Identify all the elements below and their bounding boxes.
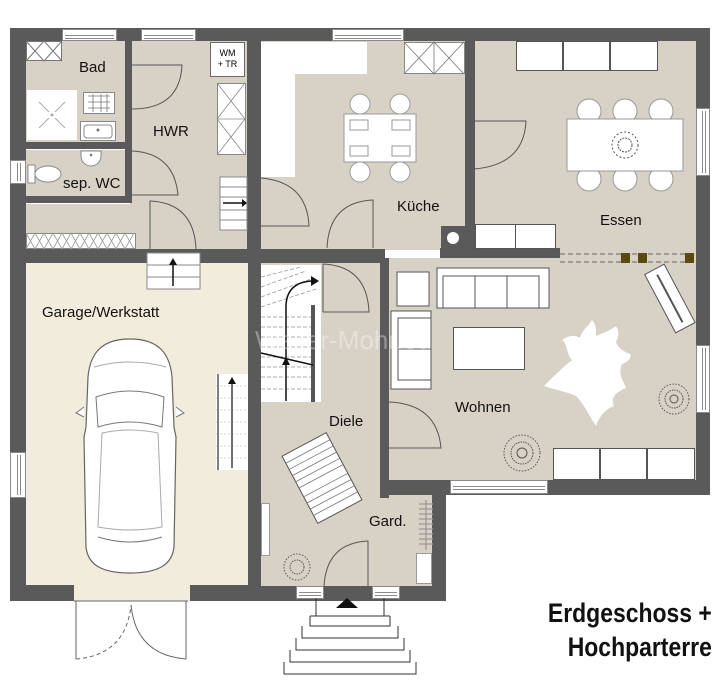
- door-diele-stair-icon: [322, 263, 370, 313]
- coffee-table: [453, 327, 525, 370]
- watermark: Walter-Mohr.eu: [255, 325, 432, 355]
- washer-label: WM: [219, 48, 236, 58]
- wohnen-sideboard-icon: [553, 448, 695, 480]
- wall-west: [10, 28, 26, 601]
- room-label-hwr: HWR: [153, 123, 189, 140]
- plan-title-line2: Hochparterre: [567, 631, 712, 662]
- hwr-cabinet-icon: [216, 82, 246, 156]
- towel-radiator-icon: [83, 92, 115, 114]
- kitchen-table-icon: [343, 93, 417, 183]
- dining-table-icon: [566, 98, 684, 192]
- corridor-cabinet-icon: [25, 232, 136, 250]
- car-icon: [75, 338, 185, 574]
- garage-staircase-icon: [216, 374, 248, 470]
- wall-south-garage-right: [190, 585, 260, 601]
- essen-lower-sideboard-icon: [475, 224, 556, 249]
- room-divider-beam: [560, 253, 696, 263]
- window-entrance-right: [372, 586, 400, 599]
- window-garage: [10, 452, 26, 498]
- window-kueche: [332, 29, 404, 41]
- hall-rug-icon: [281, 432, 363, 524]
- window-essen: [696, 108, 710, 176]
- wall-diele-wohnen: [380, 258, 389, 498]
- shower-icon: [27, 90, 77, 140]
- washer-dryer-box: WM + TR: [210, 42, 245, 77]
- wall-kueche-essen: [465, 40, 475, 250]
- wall-wc-corridor: [26, 196, 132, 203]
- room-label-wohnen: Wohnen: [455, 399, 511, 416]
- dryer-label: + TR: [217, 58, 238, 69]
- kitchen-cabinet-icon: [403, 41, 465, 75]
- coat-rack-icon: [419, 500, 433, 550]
- garderobe-cabinet: [416, 553, 432, 584]
- chimney-flue-icon: [447, 232, 459, 244]
- window-bad: [62, 29, 117, 41]
- room-label-garderobe: Gard.: [369, 513, 407, 530]
- door-essen-icon: [473, 120, 527, 170]
- door-bad-icon: [131, 64, 183, 110]
- wall-kueche-south-right: [440, 248, 560, 258]
- wall-bad-wc: [26, 142, 132, 149]
- wall-east: [696, 28, 710, 495]
- toilet-icon: [27, 164, 62, 184]
- room-label-essen: Essen: [600, 212, 642, 229]
- window-hwr: [141, 29, 196, 41]
- room-label-bad: Bad: [79, 59, 106, 76]
- main-staircase-icon: [260, 265, 321, 402]
- cowhide-rug-icon: [544, 320, 631, 426]
- sofa-icon: [390, 267, 550, 390]
- door-entrance-icon: [323, 540, 369, 588]
- entrance-arrow-icon: [336, 598, 358, 608]
- plan-title: Erdgeschoss + Hochparterre: [548, 597, 712, 665]
- room-label-kueche: Küche: [397, 198, 440, 215]
- essen-sideboard-icon: [516, 41, 658, 71]
- floor-garage-door-niche: [74, 585, 190, 601]
- door-kueche-diele-icon: [326, 199, 374, 249]
- bad-cabinet-icon: [25, 40, 63, 62]
- door-corridor-icon: [149, 200, 197, 250]
- hwr-stair-icon: [219, 176, 248, 231]
- door-kueche-hwr-icon: [260, 177, 310, 227]
- window-wc: [10, 160, 26, 184]
- shoe-cabinet: [261, 503, 270, 556]
- wall-hwr-kueche: [247, 40, 261, 255]
- wall-bad-hwr: [125, 40, 132, 200]
- tv-bench-icon: [644, 263, 696, 334]
- room-label-sep-wc: sep. WC: [63, 175, 121, 192]
- plant-icon: [658, 383, 690, 415]
- window-wohnen: [696, 345, 710, 413]
- wall-east-gard: [432, 480, 446, 601]
- plant-icon: [283, 553, 311, 581]
- kitchen-counter-top: [261, 42, 367, 74]
- wc-sink-icon: [80, 150, 102, 167]
- wall-south-garage-left: [10, 585, 74, 601]
- garage-entry-stair-icon: [146, 252, 201, 290]
- wall-garage-diele: [248, 263, 261, 601]
- window-wohnen-south: [450, 480, 548, 494]
- window-entrance-left: [296, 586, 324, 599]
- garage-door-icon: [74, 600, 188, 660]
- entrance-steps-icon: [283, 598, 417, 675]
- room-label-garage: Garage/Werkstatt: [42, 304, 160, 321]
- plan-title-line1: Erdgeschoss +: [548, 598, 712, 628]
- sink-icon: [80, 121, 116, 141]
- room-label-diele: Diele: [329, 413, 364, 430]
- door-wc-icon: [131, 150, 179, 196]
- plant-icon: [503, 434, 541, 472]
- door-wohnen-icon: [388, 401, 442, 449]
